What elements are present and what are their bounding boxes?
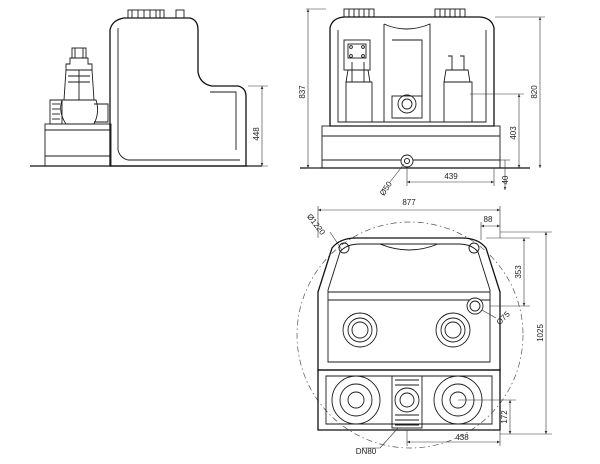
dim-dia-1220: Ø1220 [305, 212, 327, 237]
dim-dn80: DN80 [356, 447, 377, 456]
dim-403: 403 [509, 126, 518, 140]
dim-820: 820 [530, 85, 539, 99]
dim-353: 353 [514, 265, 523, 279]
flange-dn80 [391, 375, 423, 429]
dim-40: 40 [501, 175, 510, 184]
top-cover-left [342, 312, 378, 348]
front-pump-right [443, 55, 473, 123]
top-view: 877 88 Ø1220 Ø75 [296, 198, 552, 456]
dim-877: 877 [402, 198, 416, 207]
dim-172: 172 [500, 410, 509, 424]
dim-1025: 1025 [536, 324, 545, 342]
front-cap-left [343, 8, 375, 18]
dim-448: 448 [252, 127, 261, 141]
front-cap-right [434, 8, 466, 18]
dim-837: 837 [298, 85, 307, 99]
dim-dia-50: Ø50 [378, 179, 394, 197]
front-view: 837 820 403 40 439 Ø50 [298, 8, 545, 197]
side-view: 448 [30, 9, 268, 167]
dim-438: 438 [455, 433, 469, 442]
dim-dia-75: Ø75 [495, 309, 512, 326]
dim-88: 88 [484, 215, 493, 224]
dim-439: 439 [444, 172, 458, 181]
front-pump-left [345, 62, 373, 123]
side-pump [49, 47, 109, 125]
top-cover-right [435, 312, 471, 348]
